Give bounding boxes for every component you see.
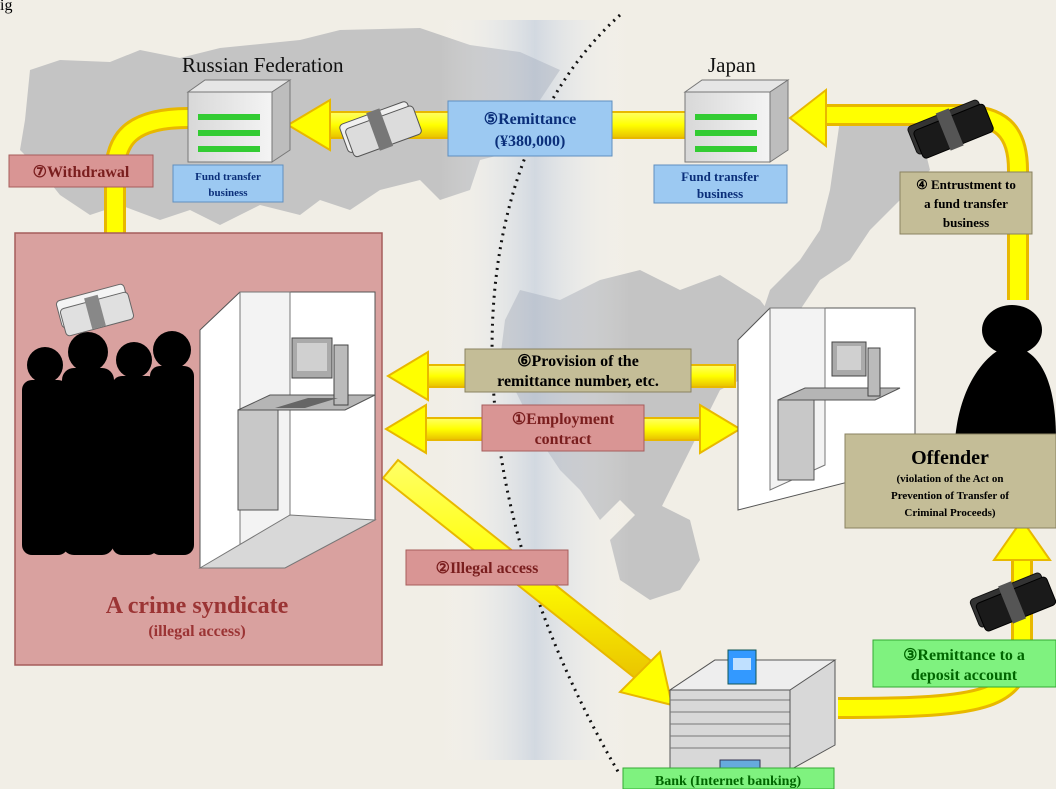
entrustment-money-stack-icon: [907, 99, 994, 159]
people-silhouette-icon: [22, 331, 194, 555]
step-5-line2: (¥380,000): [495, 133, 566, 150]
step-4-line1: ④ Entrustment to: [916, 177, 1016, 192]
step-6-line2: remittance number, etc.: [497, 373, 659, 390]
japan-fund-transfer-label: Fund transfer business: [653, 164, 788, 204]
step-7-withdrawal-label: ⑦Withdrawal: [8, 154, 154, 188]
remittance-money-stack-icon: [339, 101, 422, 158]
step-1-line1: ①Employment: [512, 411, 615, 428]
step-4-line3: business: [943, 215, 989, 230]
step-5-remittance-label: ⑤Remittance (¥380,000): [447, 100, 613, 157]
step-1-line2: contract: [535, 431, 593, 448]
russia-label: Russian Federation: [182, 53, 344, 77]
japan-business-line1: Fund transfer: [681, 169, 759, 184]
step-5-line1: ⑤Remittance: [484, 111, 577, 128]
step-7-text: ⑦Withdrawal: [33, 164, 130, 181]
step-2-illegal-access-label: ②Illegal access: [405, 549, 569, 586]
offender-line1: (violation of the Act on: [897, 473, 1004, 485]
offender-line3: Criminal Proceeds): [904, 507, 995, 519]
offender-computer-icon: [777, 341, 901, 481]
title-fragment: ig: [0, 0, 12, 14]
japan-fund-transfer-machine-icon: [683, 79, 790, 163]
offender-title: Offender: [911, 447, 989, 469]
russia-fund-transfer-label: Fund transfer business: [172, 164, 284, 203]
syndicate-office-room: [198, 291, 377, 569]
syndicate-title: A crime syndicate: [106, 593, 289, 619]
offender-silhouette-icon: [955, 305, 1056, 440]
step-3-remittance-label: ③Remittance to a deposit account: [872, 639, 1056, 688]
russia-business-line1: Fund transfer: [195, 171, 261, 183]
japan-label: Japan: [708, 53, 756, 77]
step-6-provision-label: ⑥Provision of the remittance number, etc…: [464, 348, 692, 393]
step-6-line1: ⑥Provision of the: [517, 353, 639, 370]
offender-label-box: [844, 433, 1056, 529]
step-3-line2: deposit account: [911, 667, 1018, 684]
syndicate-computer-icon: [237, 337, 376, 511]
step-2-text: ②Illegal access: [436, 560, 539, 577]
step-1-employment-label: ①Employment contract: [481, 404, 645, 452]
russia-business-line2: business: [208, 187, 248, 199]
bank-label-text: Bank (Internet banking): [655, 774, 802, 789]
step-4-entrustment-label: ④ Entrustment to a fund transfer busines…: [899, 171, 1033, 235]
bank-label: Bank (Internet banking): [622, 767, 835, 789]
russia-fund-transfer-machine-icon: [186, 79, 292, 163]
japan-business-line2: business: [697, 186, 743, 201]
step-4-line2: a fund transfer: [924, 196, 1008, 211]
syndicate-money-stack-icon: [55, 283, 135, 337]
step-3-line1: ③Remittance to a: [903, 647, 1025, 664]
syndicate-subtitle: (illegal access): [148, 623, 245, 640]
offender-line2: Prevention of Transfer of: [891, 490, 1009, 502]
deposit-money-stack-icon: [969, 572, 1056, 632]
bank-building-icon: [668, 649, 837, 775]
